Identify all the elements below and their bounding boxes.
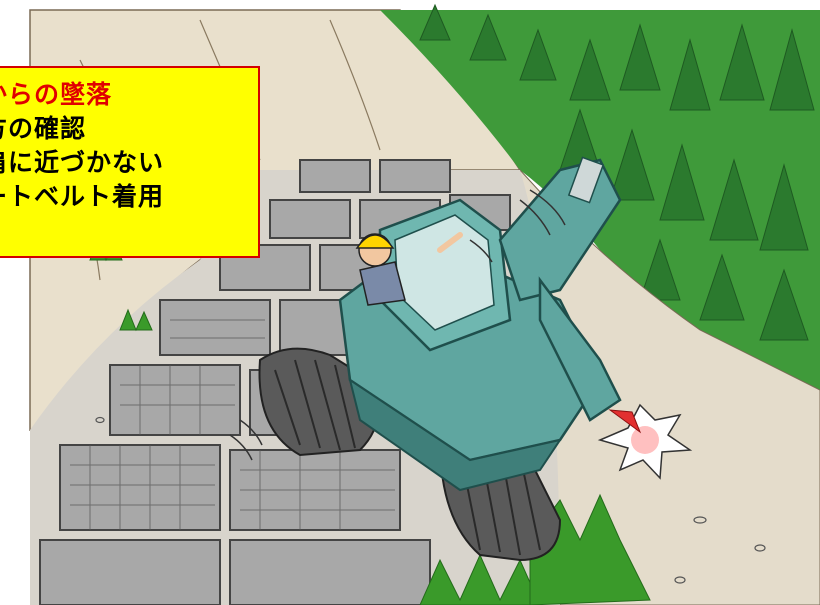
caption-item-1: 方の確認 bbox=[0, 114, 87, 143]
caption-title: からの墜落 bbox=[0, 80, 113, 109]
impact-burst-icon bbox=[597, 403, 693, 480]
warning-caption-box: からの墜落 方の確認 肩に近づかない ートベルト着用 bbox=[0, 66, 260, 258]
caption-item-3: ートベルト着用 bbox=[0, 182, 165, 211]
hardhat-icon bbox=[355, 234, 395, 249]
excavator bbox=[258, 156, 622, 562]
caption-item-2: 肩に近づかない bbox=[0, 148, 165, 177]
